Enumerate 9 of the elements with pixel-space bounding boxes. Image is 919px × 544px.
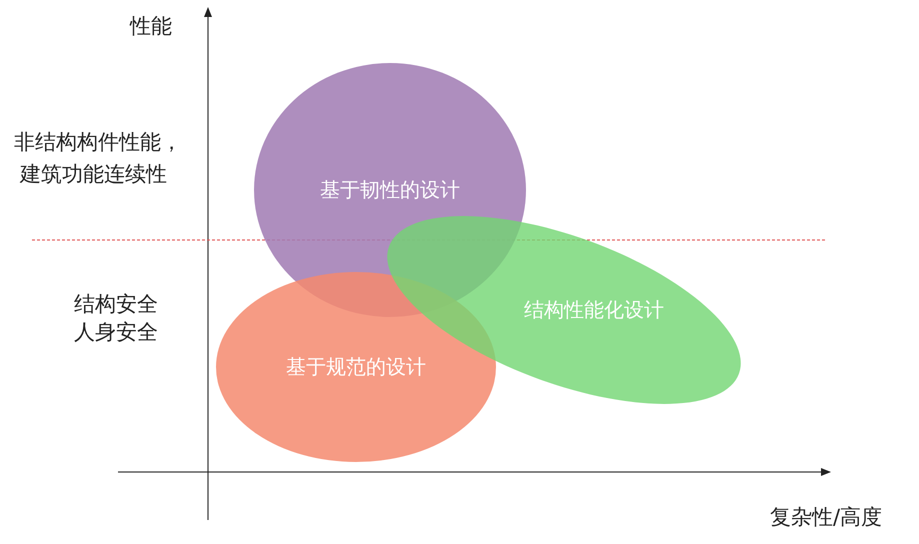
level-label: 人身安全 (74, 319, 158, 346)
region-label: 基于规范的设计 (285, 354, 427, 380)
region-label: 基于韧性的设计 (319, 176, 461, 204)
level-label: 建筑功能连续性 (20, 161, 167, 188)
axis-title: 性能 (130, 13, 172, 40)
axis-title: 复杂性/高度 (770, 504, 882, 531)
level-label: 结构安全 (74, 291, 158, 318)
level-label: 非结构构件性能， (14, 129, 182, 156)
region-label: 结构性能化设计 (523, 296, 665, 324)
